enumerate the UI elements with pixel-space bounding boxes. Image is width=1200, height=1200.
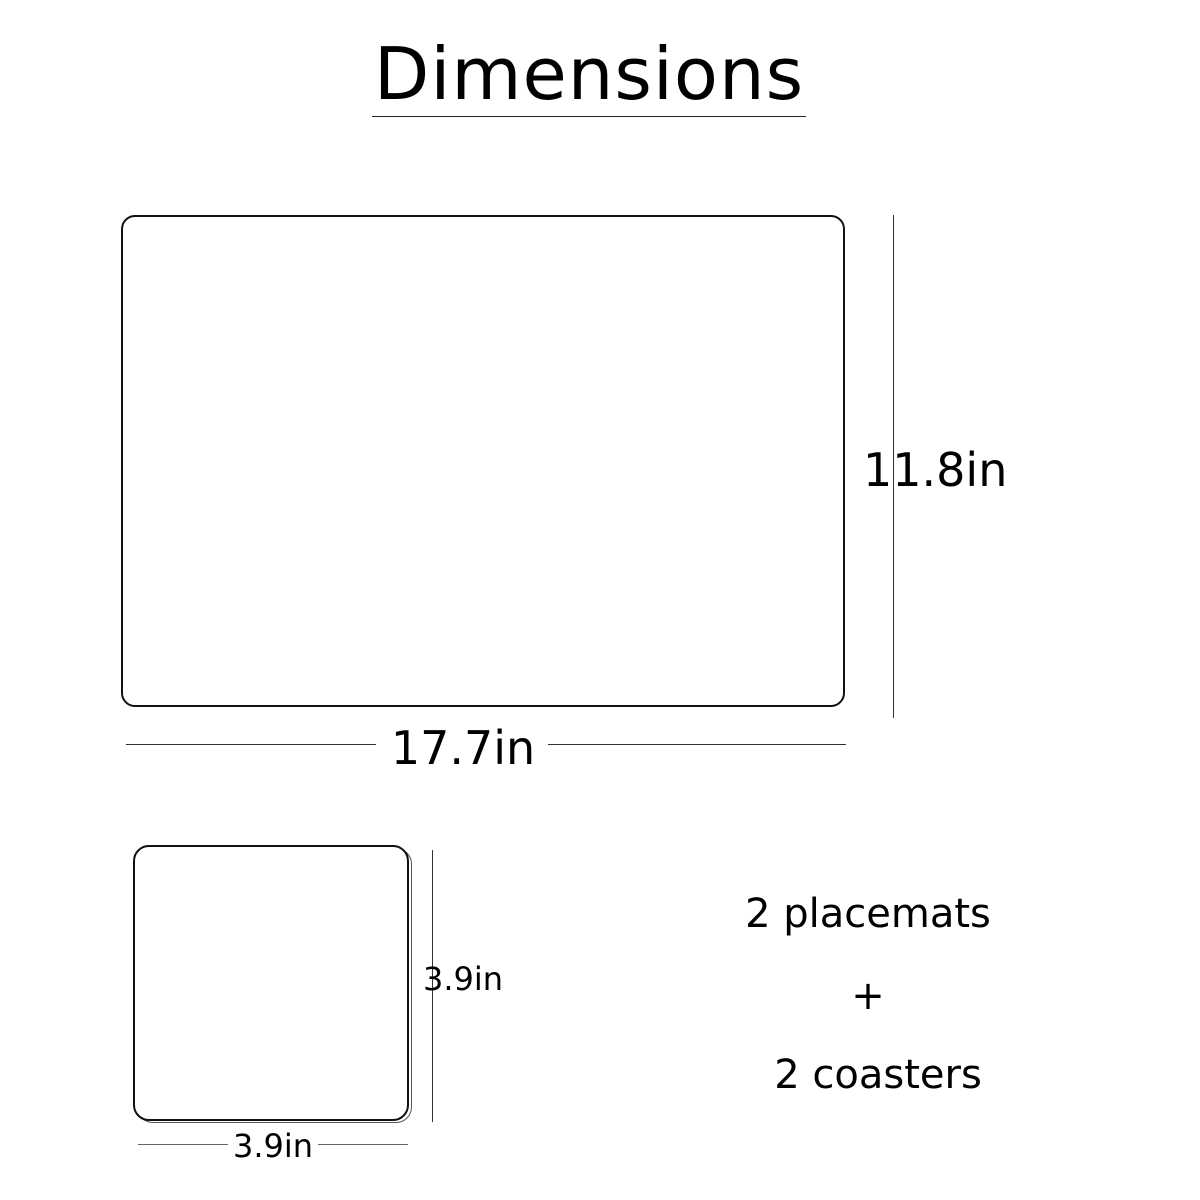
set-plus-sign: + xyxy=(851,973,885,1019)
coaster-height-label: 3.9in xyxy=(422,960,504,998)
placemat-height-dimension-line xyxy=(893,215,894,718)
title-underline xyxy=(372,116,806,117)
placemat-width-dimension-line-left xyxy=(126,744,376,745)
coaster-height-dimension-line xyxy=(432,850,433,1122)
set-placemats-text: 2 placemats xyxy=(745,891,991,937)
placemat-height-label: 11.8in xyxy=(863,443,1008,497)
placemat-width-label: 17.7in xyxy=(390,721,536,775)
coaster-width-label: 3.9in xyxy=(228,1125,318,1167)
set-coasters-text: 2 coasters xyxy=(774,1052,982,1098)
placemat-width-dimension-line-right xyxy=(548,744,846,745)
page-title: Dimensions xyxy=(373,32,805,116)
placemat-outline xyxy=(121,215,845,707)
coaster-outline xyxy=(133,845,409,1121)
